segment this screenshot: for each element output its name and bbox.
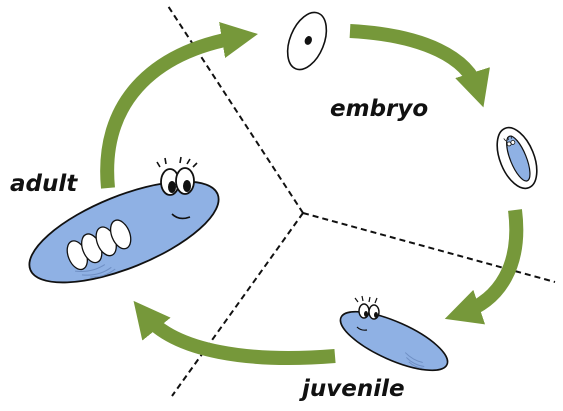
divider-line-bottom: [172, 213, 303, 396]
label-adult: adult: [10, 171, 78, 197]
fertilized-egg: [280, 7, 334, 75]
adult-eyelashes: [157, 157, 197, 167]
arrow-embryo-to-embryo-stage: [350, 31, 478, 90]
juvenile-pupil-right: [374, 312, 378, 318]
label-juvenile: juvenile: [299, 376, 405, 402]
juvenile-pupil-left: [364, 311, 368, 317]
embryo-egg: [489, 122, 544, 194]
arrow-juvenile-to-adult: [145, 315, 335, 358]
label-embryo: embryo: [330, 96, 428, 122]
juvenile-eyelashes: [355, 296, 377, 303]
juvenile-body: [333, 300, 454, 382]
juvenile-worm: [333, 300, 454, 382]
adult-pupil-right: [183, 180, 191, 192]
adult-pupil-left: [168, 181, 176, 193]
arrow-embryo-to-juvenile: [462, 210, 516, 313]
arrow-adult-to-embryo: [107, 37, 240, 188]
